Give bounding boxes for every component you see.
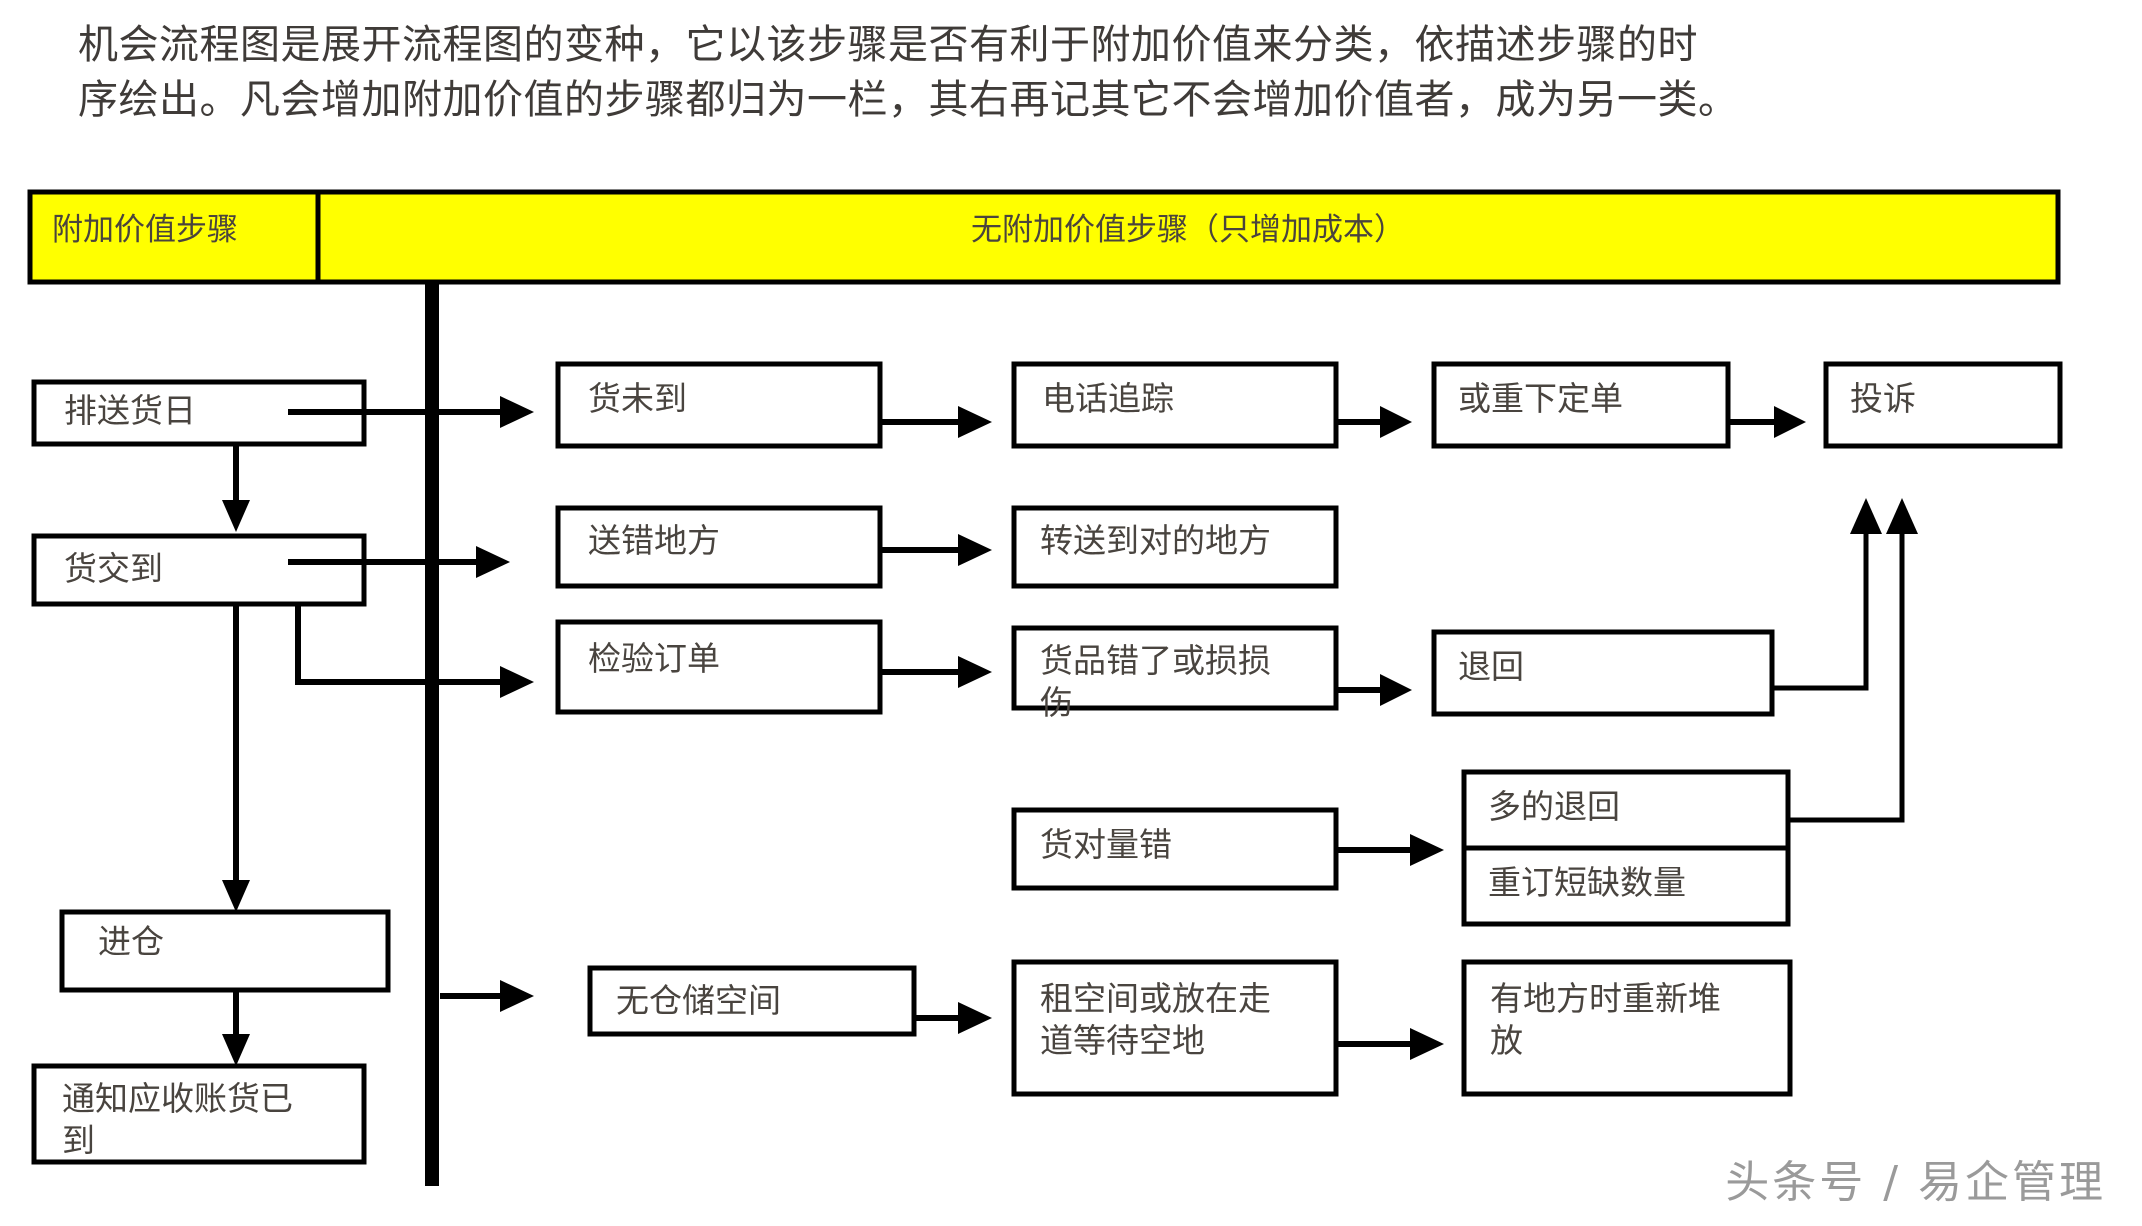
arrowhead-inspect-to-wrong-damaged [958,656,992,688]
box-rent-space-label-line2: 道等待空地 [1040,1021,1205,1060]
box-phone-chase [1011,361,1339,449]
arrowhead-reorder-to-complain [1774,406,1806,438]
box-wrong-damaged-label-line2: 伤 [1040,683,1073,722]
box-wrong-damaged [1011,625,1339,711]
box-reorder-label: 或重下定单 [1458,379,1623,418]
header-label-value-added: 附加价值步骤 [52,212,238,248]
box-complain [1823,361,2063,449]
arrowhead-warehouse-to-no-storage [500,980,534,1012]
header-cell-value-added [27,189,321,285]
box-return-goods [1431,629,1775,717]
box-notify-label-line1: 通知应收账货已 [62,1079,293,1118]
box-inspect-order [555,619,883,715]
box-rent-space-label-line1: 租空间或放在走 [1040,979,1271,1018]
box-forward-correct [1011,505,1339,589]
arrowhead-rent-space-to-restack [1410,1028,1444,1060]
intro-line-2: 序绘出。凡会增加附加价值的步骤都归为一栏，其右再记其它不会增加价值者，成为另一类… [78,77,1739,124]
intro-paragraph: 机会流程图是展开流程图的变种，它以该步骤是否有利于附加价值来分类，依描述步骤的时… [78,18,2108,128]
box-qty-mismatch-label: 货对量错 [1040,825,1172,864]
arrowhead-qty-mismatch-to-stack [1410,834,1444,866]
intro-line-1: 机会流程图是展开流程图的变种，它以该步骤是否有利于附加价值来分类，依描述步骤的时 [78,22,1698,68]
box-wrong-place [555,505,883,589]
box-inspect-order-label: 检验订单 [588,639,720,678]
box-reorder [1431,361,1731,449]
arrow-return-to-complain [1772,524,1869,691]
box-return-excess-label: 多的退回 [1488,787,1620,826]
box-reorder-short [1461,845,1791,927]
box-no-storage [587,965,917,1037]
arrowhead-schedule-to-not-arrived [500,396,534,428]
box-not-arrived [555,361,883,449]
box-complain-label: 投诉 [1850,379,1916,418]
arrowhead-wrong-damaged-to-return [1380,674,1412,706]
box-warehouse [59,909,391,993]
box-restack [1461,959,1793,1097]
box-wrong-damaged-label-line1: 货品错了或损损 [1040,641,1271,680]
arrowhead-delivered-to-wrong-place [476,546,510,578]
box-forward-correct-label: 转送到对的地方 [1040,521,1271,560]
box-phone-chase-label: 电话追踪 [1042,379,1174,418]
box-notify [31,1063,367,1165]
box-rent-space [1011,959,1339,1097]
header-cell-non-value-added [315,189,2061,285]
box-restack-label-line2: 放 [1490,1021,1523,1060]
box-no-storage-label: 无仓储空间 [616,981,781,1020]
arrowhead-phone-chase-to-reorder [1380,406,1412,438]
box-not-arrived-label: 货未到 [588,379,687,418]
arrowhead-schedule-to-delivered [222,500,250,532]
watermark: 头条号 / 易企管理 [1725,1157,2106,1208]
arrowhead-delivered-to-inspect [500,666,534,698]
arrowhead-delivered-to-warehouse [222,880,250,912]
box-schedule-label: 排送货日 [64,391,196,430]
box-return-goods-label: 退回 [1458,647,1524,686]
arrowhead-wrong-place-to-forward [958,534,992,566]
arrowhead-warehouse-to-notify [222,1034,250,1066]
arrowhead-return-excess-to-complain [1886,498,1918,534]
box-delivered [31,533,367,607]
box-notify-label-line2: 到 [62,1121,95,1160]
arrow-return-excess-to-complain [1788,524,1905,823]
box-wrong-place-label: 送错地方 [588,521,720,560]
box-restack-label-line1: 有地方时重新堆 [1490,979,1721,1018]
arrowhead-no-storage-to-rent-space [958,1002,992,1034]
box-return-excess [1461,769,1791,851]
arrow-delivered-to-inspect [295,604,510,685]
arrowhead-return-to-complain [1850,498,1882,534]
box-reorder-short-label: 重订短缺数量 [1488,863,1686,902]
box-warehouse-label: 进仓 [98,922,164,961]
header-label-non-value-added: 无附加价值步骤（只增加成本） [971,212,1405,248]
arrowhead-not-arrived-to-phone-chase [958,406,992,438]
box-delivered-label: 货交到 [64,549,163,588]
